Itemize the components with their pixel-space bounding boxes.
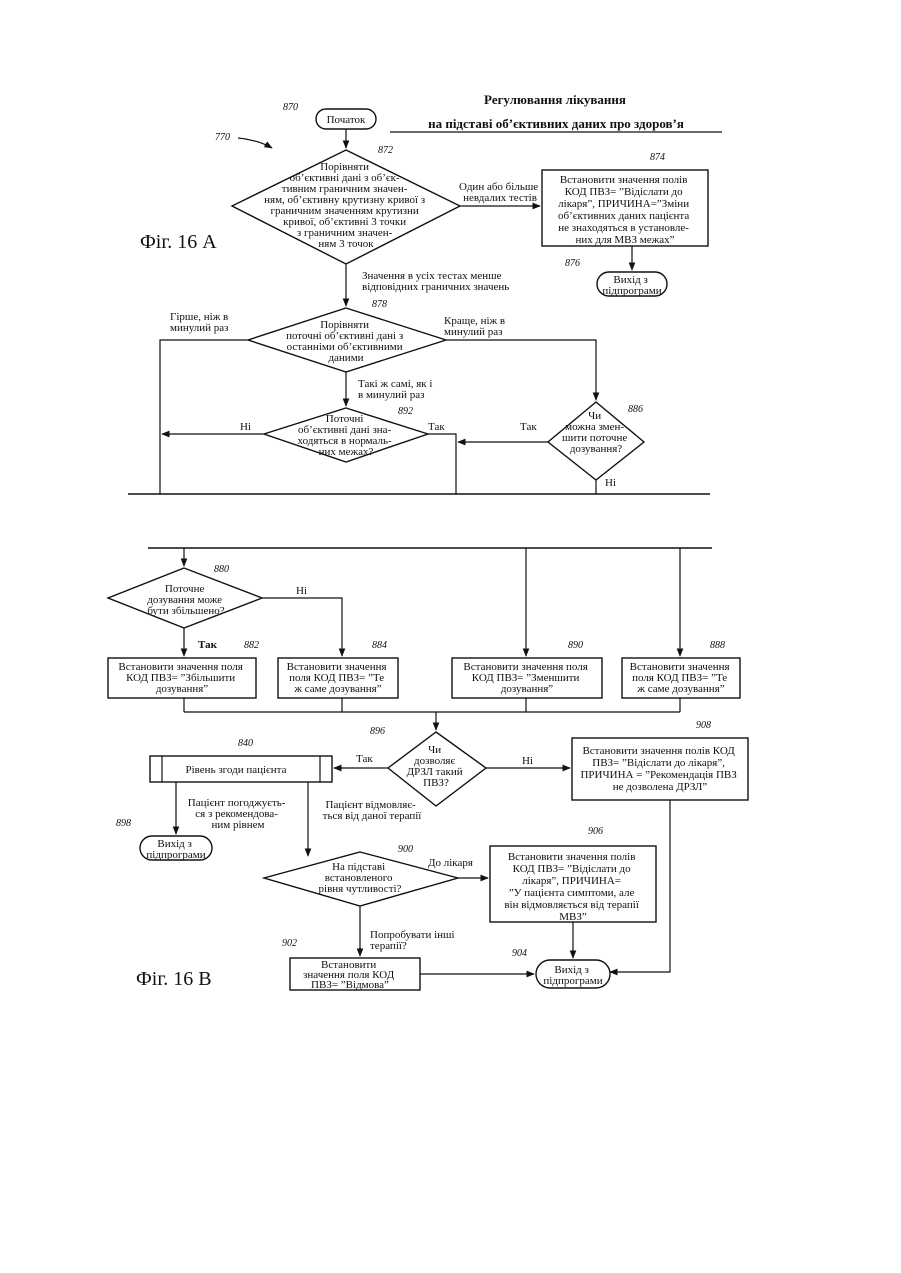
exit-898: 898 Вихід з підпрограми	[116, 818, 212, 861]
ref-890: 890	[568, 640, 583, 651]
exit-876: 876 Вихід з підпрограми	[565, 258, 667, 297]
edge-892-yes: Так	[428, 421, 445, 433]
ref-874: 874	[650, 152, 665, 163]
decision-880: 880 Поточне дозування може бути збільшен…	[108, 564, 262, 628]
process-890: 890 Встановити значення поля КОД ПВЗ= ”З…	[452, 640, 602, 698]
process-884: 884 Встановити значення поля КОД ПВЗ= ”Т…	[278, 640, 398, 698]
title-line-2: на підставі об’єктивних даних про здоров…	[428, 116, 684, 131]
ref-898: 898	[116, 818, 131, 829]
start-terminal: Початок	[316, 109, 376, 129]
start-label: Початок	[327, 114, 366, 126]
exit-904: 904 Вихід з підпрограми	[512, 948, 610, 988]
edge-896-yes: Так	[356, 753, 373, 765]
process-874: 874 Встановити значення полів КОД ПВЗ= ”…	[542, 152, 708, 246]
edge-896-no: Ні	[522, 755, 533, 767]
ref-884: 884	[372, 640, 387, 651]
ref-840: 840	[238, 738, 253, 749]
process-906: 906 Встановити значення полів КОД ПВЗ= ”…	[490, 826, 656, 923]
decision-886-text: Чи можна змен- шити поточне дозування?	[562, 410, 630, 455]
process-908: 908 Встановити значення полів КОД ПВЗ= ”…	[572, 720, 748, 800]
ref-900: 900	[398, 844, 413, 855]
edge-892-no: Ні	[240, 421, 251, 433]
edge-880-no: Ні	[296, 585, 307, 597]
process-840: 840 Рівень згоди пацієнта	[150, 738, 332, 782]
ref-886: 886	[628, 404, 643, 415]
ref-904: 904	[512, 948, 527, 959]
ref-888: 888	[710, 640, 725, 651]
edge-886-no: Ні	[605, 477, 616, 489]
edge-worse: Гірше, ніж в минулий раз	[170, 311, 231, 334]
edge-agrees: Пацієнт погоджуєть- ся з рекомендова- ни…	[188, 797, 288, 831]
ref-896: 896	[370, 726, 385, 737]
ref-906: 906	[588, 826, 603, 837]
figure-label-b: Фіг. 16 В	[136, 968, 212, 990]
edge-refuses: Пацієнт відмовляє- ться від даної терапі…	[323, 799, 423, 822]
figure-label-a: Фіг. 16 А	[140, 231, 217, 253]
process-874-text: Встановити значення полів КОД ПВЗ= ”Віді…	[558, 174, 692, 246]
decision-900: 900 На підставі встановленого рівня чутл…	[264, 844, 458, 906]
process-840-text: Рівень згоди пацієнта	[186, 764, 287, 776]
ref-882: 882	[244, 640, 259, 651]
ref-876: 876	[565, 258, 580, 269]
ref-start: 870	[283, 102, 298, 113]
edge-886-yes: Так	[520, 421, 537, 433]
ref-908: 908	[696, 720, 711, 731]
ref-892: 892	[398, 406, 413, 417]
process-888: 888 Встановити значення поля КОД ПВЗ= ”Т…	[622, 640, 740, 698]
edge-880-yes: Так	[198, 639, 218, 651]
edge-all-pass: Значення в усіх тестах менше відповідних…	[362, 270, 509, 293]
process-884-text: Встановити значення поля КОД ПВЗ= ”Те ж …	[287, 661, 390, 695]
edge-same: Такі ж самі, як і в минулий раз	[358, 378, 435, 401]
decision-872: 872 Порівняти об’єктивні дані з об’єк- т…	[232, 145, 460, 264]
decision-886: 886 Чи можна змен- шити поточне дозуванн…	[548, 402, 644, 480]
edge-better: Краще, ніж в минулий раз	[444, 315, 508, 338]
edge-to-doctor: До лікаря	[428, 857, 473, 869]
edge-fail-tests: Один або більше невдалих тестів	[459, 181, 541, 204]
ref-872: 872	[378, 145, 393, 156]
decision-878: 878 Порівняти поточні об’єктивні дані з …	[248, 299, 446, 372]
ref-902: 902	[282, 938, 297, 949]
ref-main: 770	[215, 132, 230, 143]
edge-try-other: Попробувати інші терапії?	[370, 929, 457, 952]
decision-896: 896 Чи дозволяє ДРЗЛ такий ПВЗ?	[370, 726, 486, 806]
process-888-text: Встановити значення поля КОД ПВЗ= ”Те ж …	[630, 661, 733, 695]
ref-880: 880	[214, 564, 229, 575]
title-line-1: Регулювання лікування	[484, 92, 626, 107]
decision-892: 892 Поточні об’єктивні дані зна- ходятьс…	[264, 406, 428, 462]
ref-878: 878	[372, 299, 387, 310]
decision-872-text: Порівняти об’єктивні дані з об’єк- тивни…	[264, 161, 428, 250]
